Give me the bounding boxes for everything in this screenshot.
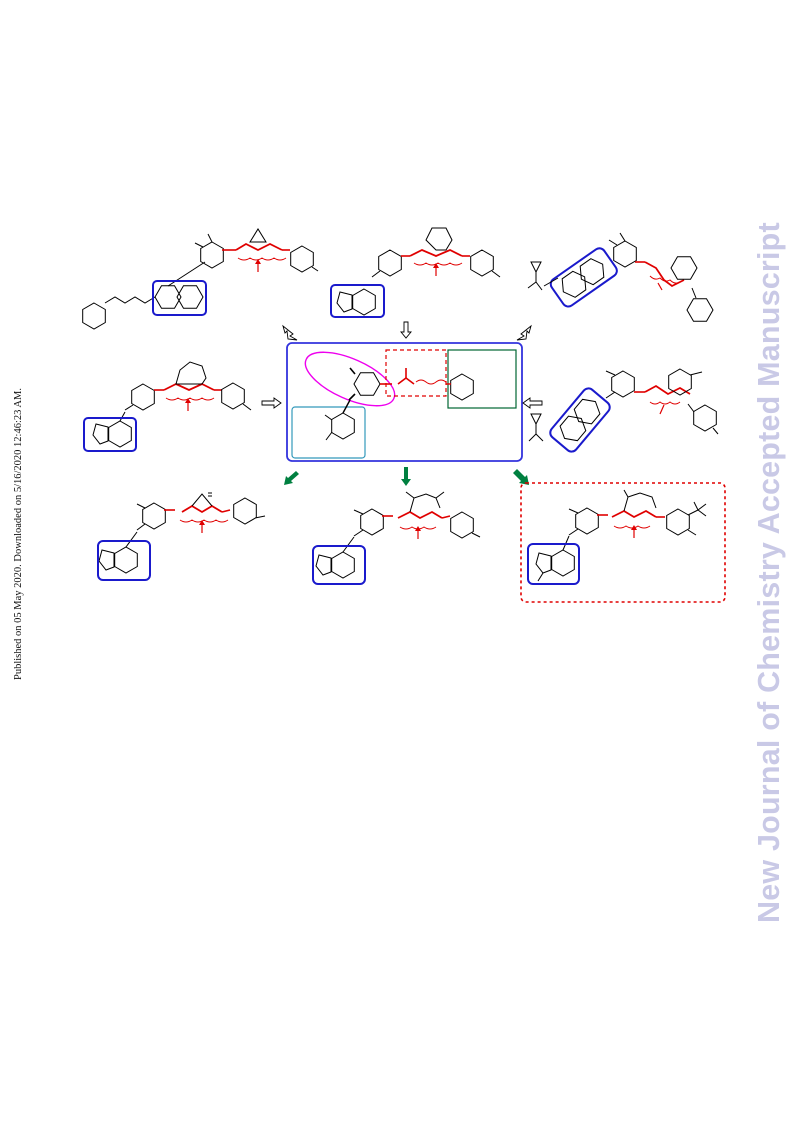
aromatic-group-box — [152, 280, 207, 316]
compound-middle-left — [83, 361, 252, 452]
arrow-from-middle-right — [522, 397, 543, 409]
arrow-to-bottom-right — [513, 469, 529, 485]
highlight-box — [520, 482, 726, 603]
arrow-from-top-middle — [400, 321, 412, 339]
arrow-to-bottom-left — [284, 471, 299, 485]
compound-top-right — [527, 232, 714, 322]
central-ring-ellipse — [304, 351, 396, 407]
compound-bottom-middle — [312, 491, 481, 585]
inward-arrows — [261, 321, 543, 409]
aromatic-group-box — [549, 387, 611, 453]
design-arrows — [284, 467, 529, 486]
terminal-aryl-box — [447, 349, 517, 409]
aromatic-group-box — [527, 543, 580, 585]
arrow-from-top-left — [282, 324, 298, 341]
aromatic-group-box — [549, 247, 618, 308]
aromatic-group-box — [97, 540, 151, 581]
compound-bottom-right-highlighted — [520, 482, 726, 603]
compound-top-left — [82, 228, 319, 330]
core-box — [286, 342, 523, 462]
aromatic-group-box — [83, 417, 137, 452]
compound-middle-right — [528, 368, 719, 453]
aromatic-group-box — [312, 545, 366, 585]
compound-top-middle — [330, 227, 501, 318]
linker-box — [385, 349, 447, 397]
side-aryl-box — [291, 406, 366, 459]
arrow-to-bottom-middle — [401, 467, 411, 486]
core-framework — [286, 342, 523, 462]
compound-bottom-left — [97, 492, 266, 581]
aromatic-group-box — [330, 284, 385, 318]
arrow-from-middle-left — [261, 397, 282, 409]
arrow-from-top-right — [516, 324, 532, 341]
